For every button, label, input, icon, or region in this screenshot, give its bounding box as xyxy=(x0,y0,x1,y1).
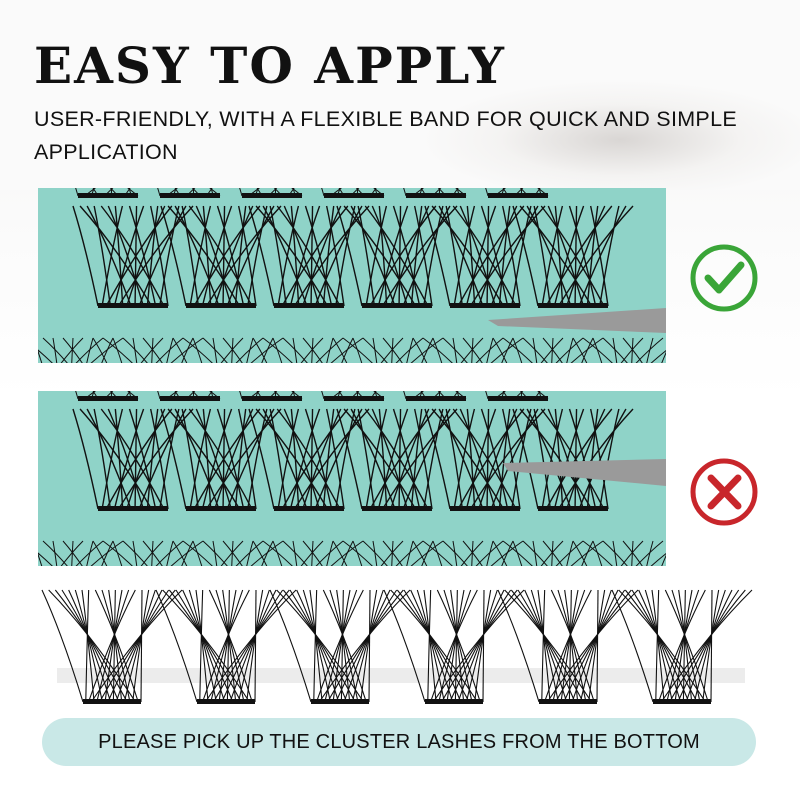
lash-cluster xyxy=(321,391,385,401)
photo-incorrect-pickup xyxy=(38,391,666,566)
lash-cluster xyxy=(403,391,467,401)
lash-cluster xyxy=(41,589,183,704)
lash-cluster xyxy=(383,589,525,704)
lash-cluster xyxy=(572,337,666,363)
instruction-banner: PLEASE PICK UP THE CLUSTER LASHES FROM T… xyxy=(42,718,756,766)
lash-cluster xyxy=(403,188,467,198)
lash-cluster xyxy=(269,589,411,704)
lash-cluster xyxy=(75,188,139,198)
lash-cluster xyxy=(252,540,364,566)
lash-tray-image xyxy=(38,391,666,566)
lash-cluster xyxy=(512,408,634,511)
lash-cluster xyxy=(160,205,282,308)
lash-cluster xyxy=(172,337,284,363)
band-strip xyxy=(57,668,745,683)
lash-cluster xyxy=(485,391,549,401)
cluster-lashes-illustration xyxy=(41,589,753,704)
lash-cluster xyxy=(248,205,370,308)
lash-cluster xyxy=(412,540,524,566)
instruction-text: PLEASE PICK UP THE CLUSTER LASHES FROM T… xyxy=(98,730,700,753)
tweezers xyxy=(488,308,666,333)
lash-cluster xyxy=(485,188,549,198)
tweezers xyxy=(503,459,666,486)
x-circle-icon xyxy=(690,458,758,526)
lash-cluster xyxy=(492,540,604,566)
lash-cluster xyxy=(248,408,370,511)
lash-cluster xyxy=(38,540,124,566)
lash-cluster xyxy=(38,337,124,363)
lash-cluster xyxy=(155,589,297,704)
lash-cluster xyxy=(160,408,282,511)
lash-cluster xyxy=(252,337,364,363)
lash-cluster xyxy=(611,589,753,704)
lash-cluster xyxy=(72,408,194,511)
lash-cluster xyxy=(157,188,221,198)
lash-cluster xyxy=(172,540,284,566)
lash-cluster xyxy=(332,337,444,363)
background-face xyxy=(0,0,800,190)
check-circle-icon xyxy=(690,244,758,312)
lash-cluster xyxy=(332,540,444,566)
lash-cluster xyxy=(336,205,458,308)
lash-cluster xyxy=(412,337,524,363)
lash-cluster xyxy=(424,408,546,511)
subtitle: USER-FRIENDLY, WITH A FLEXIBLE BAND FOR … xyxy=(34,107,737,164)
lash-cluster xyxy=(75,391,139,401)
lash-cluster xyxy=(321,188,385,198)
lash-tray-image xyxy=(38,188,666,363)
lash-cluster xyxy=(239,391,303,401)
lash-cluster xyxy=(497,589,639,704)
lash-cluster xyxy=(92,337,204,363)
lash-cluster xyxy=(157,391,221,401)
lash-cluster xyxy=(424,205,546,308)
photo-correct-pickup xyxy=(38,188,666,363)
page-title: EASY TO APPLY xyxy=(34,36,506,95)
lash-cluster xyxy=(492,337,604,363)
lash-cluster xyxy=(72,205,194,308)
lash-cluster xyxy=(512,205,634,308)
lash-cluster xyxy=(336,408,458,511)
lash-cluster xyxy=(92,540,204,566)
lash-cluster xyxy=(572,540,666,566)
lash-cluster xyxy=(239,188,303,198)
